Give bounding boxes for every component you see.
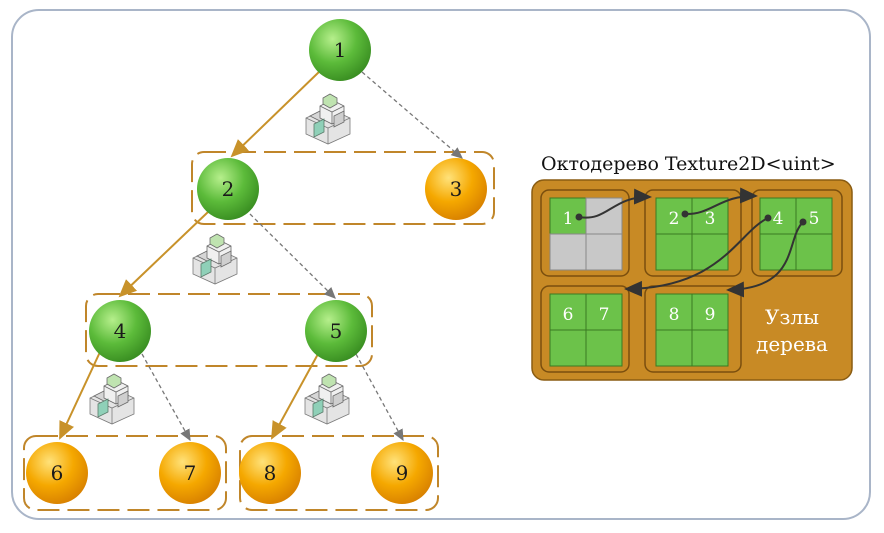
texture-title: Октодерево Texture2D<uint> (541, 153, 836, 175)
edge-4-6 (59, 351, 101, 440)
group-box-level1 (191, 151, 495, 225)
group-box-level2 (85, 293, 373, 367)
edge-4-7 (141, 353, 191, 442)
tree-node-4: 4 (89, 300, 151, 362)
voxel-block-icon (89, 373, 135, 425)
svg-text:8: 8 (669, 305, 680, 325)
tree-node-3: 3 (425, 158, 487, 220)
edge-5-8 (271, 353, 319, 440)
svg-text:4: 4 (773, 209, 784, 229)
svg-text:7: 7 (184, 461, 197, 485)
edge-2-4 (118, 211, 209, 298)
edge-5-9 (355, 353, 404, 442)
tree-node-1: 1 (309, 19, 371, 81)
texture-block-2-3: 2 3 (655, 197, 729, 271)
svg-text:8: 8 (264, 461, 277, 485)
texture-block-8-9: 8 9 (655, 293, 729, 367)
svg-text:2: 2 (222, 177, 235, 201)
svg-text:5: 5 (330, 319, 343, 343)
svg-text:1: 1 (563, 209, 574, 229)
edge-2-5 (249, 213, 336, 299)
tree-nodes-caption-line1: Узлы (765, 305, 819, 329)
svg-text:2: 2 (669, 209, 680, 229)
edge-1-2 (230, 69, 322, 158)
pointer-links (575, 187, 807, 298)
voxel-block-icon (192, 233, 238, 285)
tree-node-6: 6 (26, 442, 88, 504)
group-box-level3-right (239, 435, 439, 511)
edge-1-3 (361, 71, 463, 159)
texture-block-root: 1 (549, 197, 623, 271)
svg-text:3: 3 (705, 209, 716, 229)
svg-text:6: 6 (51, 461, 64, 485)
texture-block-6-7: 6 7 (549, 293, 623, 367)
tree-nodes-caption-line2: дерева (756, 332, 828, 356)
svg-text:6: 6 (563, 305, 574, 325)
svg-text:7: 7 (599, 305, 610, 325)
tree-node-5: 5 (305, 300, 367, 362)
tree-node-9: 9 (371, 442, 433, 504)
tree-node-7: 7 (159, 442, 221, 504)
svg-text:3: 3 (450, 177, 463, 201)
svg-text:1: 1 (334, 38, 347, 62)
tree-node-2: 2 (197, 158, 259, 220)
svg-text:9: 9 (705, 305, 716, 325)
tree-node-8: 8 (239, 442, 301, 504)
voxel-block-icon (305, 93, 351, 145)
voxel-block-icon (304, 373, 350, 425)
svg-text:9: 9 (396, 461, 409, 485)
group-box-level3-left (23, 435, 227, 511)
svg-text:5: 5 (809, 209, 820, 229)
svg-text:4: 4 (114, 319, 127, 343)
